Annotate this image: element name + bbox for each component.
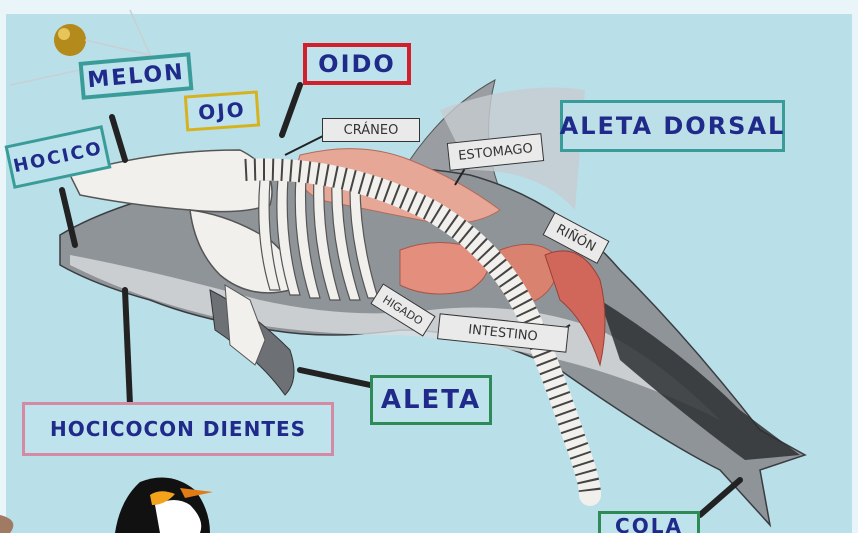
label-hocico-con-dientes-text: HOCICOCON DIENTES xyxy=(50,417,306,441)
label-aleta-text: ALETA xyxy=(381,385,481,415)
board-left-edge xyxy=(0,0,6,533)
pushpin-icon xyxy=(54,24,86,56)
label-aleta-dorsal-text: ALETA DORSAL xyxy=(560,112,786,140)
label-oido: OIDO xyxy=(303,43,411,85)
label-hocico-text: HOCICO xyxy=(11,137,104,176)
label-estomago-text: ESTOMAGO xyxy=(457,141,533,164)
label-cola: COLA xyxy=(598,511,700,533)
label-aleta-dorsal: ALETA DORSAL xyxy=(560,100,785,152)
label-hocico-con-dientes: HOCICOCON DIENTES xyxy=(22,402,334,456)
label-oido-text: OIDO xyxy=(318,50,396,78)
label-ojo-text: OJO xyxy=(197,97,246,124)
label-aleta: ALETA xyxy=(370,375,492,425)
label-ojo: OJO xyxy=(184,90,260,131)
label-craneo: CRÁNEO xyxy=(322,118,420,142)
label-craneo-text: CRÁNEO xyxy=(344,123,399,138)
label-melon-text: MELON xyxy=(86,59,185,92)
label-cola-text: COLA xyxy=(615,514,683,533)
board-right-edge xyxy=(852,0,858,533)
board-top-edge xyxy=(0,0,858,14)
label-intestino-text: INTESTINO xyxy=(468,322,539,344)
